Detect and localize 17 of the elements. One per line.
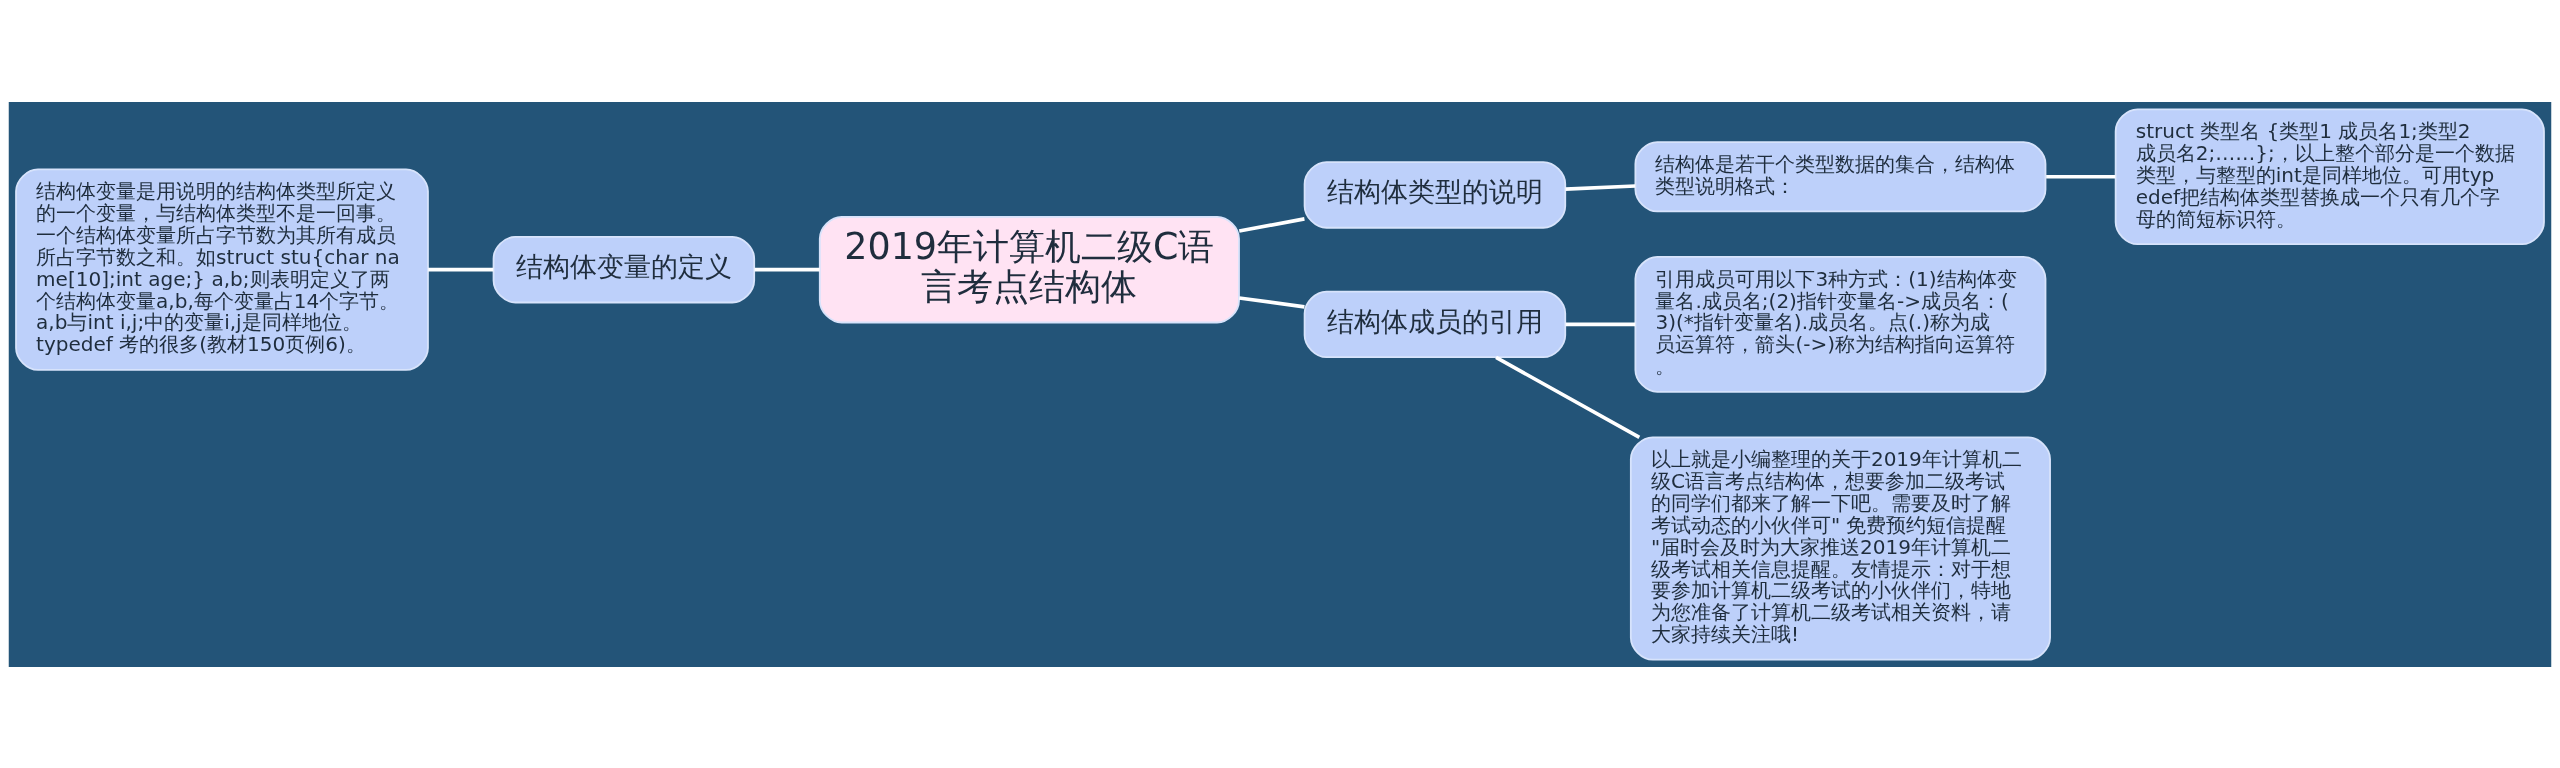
connector <box>754 267 820 271</box>
connector <box>1238 295 1305 309</box>
connector <box>428 267 494 271</box>
node-box: struct 类型名 {类型1 成员名1;类型2 成员名2;……};，以上整个部分是一个数据类型，与整型的int是同样地位。可用typedef把结构体类型替换成一个只有几个字母的简短标识符。 <box>2114 107 2545 245</box>
node-box: 结构体变量的定义 <box>492 235 756 303</box>
node-box: 结构体是若干个类型数据的集合，结构体类型说明格式： <box>1634 140 2047 212</box>
connector <box>1565 322 1636 326</box>
node-box: 以上就是小编整理的关于2019年计算机二级C语言考点结构体，想要参加二级考试的同学们都来了解一下吧。需要及时了解考试动态的小伙伴可" 免费预约短信提醒"届时会及时为大家推送2019年计算机二级考试相关信息提醒。友情提示：对于想要参加计算机二级考试的小伙伴们，特地为您准备了计算机二级考试相关资料，请大家持续关注哦! <box>1629 435 2051 661</box>
connector <box>1238 216 1305 233</box>
node-box: 结构体成员的引用 <box>1303 290 1567 358</box>
connector <box>1495 355 1641 439</box>
node-box: 结构体类型的说明 <box>1303 160 1567 229</box>
node-box: 结构体变量是用说明的结构体类型所定义的一个变量，与结构体类型不是一回事。一个结构体变量所占字节数为其所有成员所占字节数之和。如struct stu{char name[10];int age;} a,b;则表明定义了两个结构体变量a,b,每个变量占14个字节。a,b与int i,j;中的变量i,j是同样地位。typedef 考的很多(教材150页例6)。 <box>15 168 429 371</box>
connector <box>1565 183 1636 191</box>
connector <box>2046 174 2116 179</box>
node-box: 2019年计算机二级C语言考点结构体 <box>818 215 1240 323</box>
node-box: 引用成员可用以下3种方式：(1)结构体变量名.成员名;(2)指针变量名->成员名：(3)(*指针变量名).成员名。点(.)称为成员运算符，箭头(->)称为结构指向运算符。 <box>1634 255 2047 393</box>
